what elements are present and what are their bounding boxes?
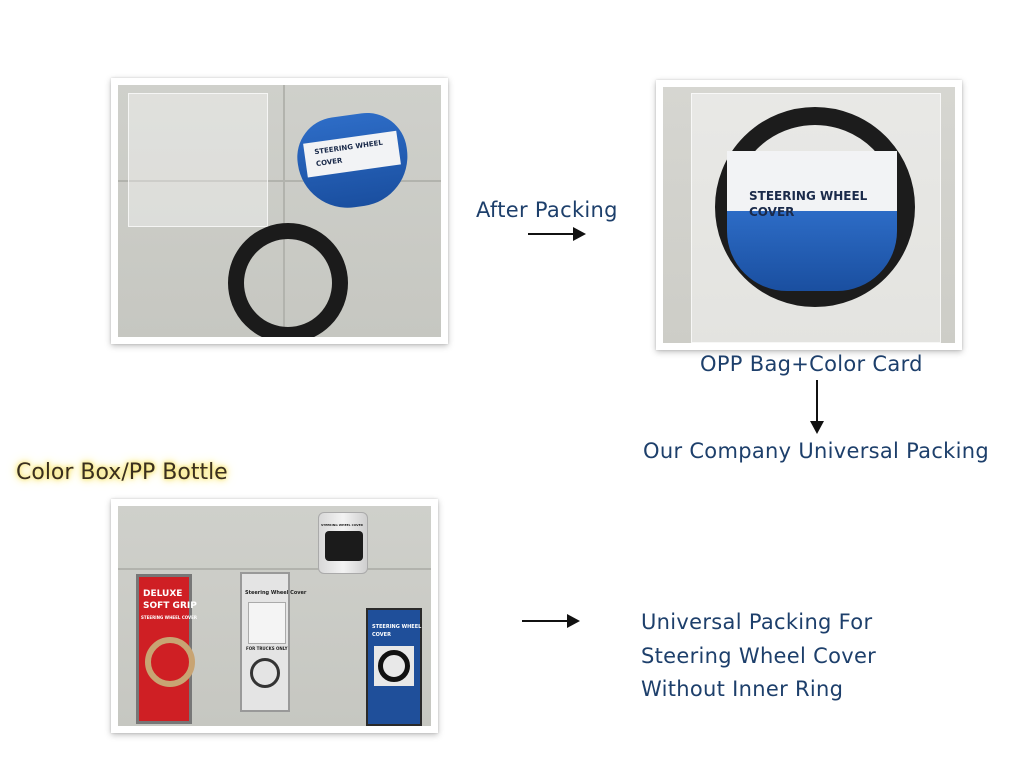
deluxe-subtext: STEERING WHEEL COVER [141, 615, 197, 620]
blue-box: STEERING WHEEL COVER [366, 608, 422, 726]
after-packing-label: After Packing [476, 198, 618, 222]
grey-box-subtext: FOR TRUCKS ONLY [246, 646, 288, 651]
universal-line-1: Universal Packing For [641, 610, 873, 634]
deluxe-box: DELUXE SOFT GRIP STEERING WHEEL COVER [136, 574, 197, 724]
packed-card-subtitle: COVER [749, 205, 795, 219]
arrow-right-icon [528, 227, 586, 241]
color-box-title: Color Box/PP Bottle [16, 460, 228, 485]
deluxe-text: DELUXE [143, 589, 183, 599]
pp-bottle: STEERING WHEEL COVER [318, 512, 368, 574]
opp-bag-label: OPP Bag+Color Card [700, 352, 923, 376]
grey-box-text: Steering Wheel Cover [245, 590, 307, 596]
bottle-text: STEERING WHEEL COVER [321, 523, 363, 527]
photo-before-packing: STEERING WHEEL COVER [111, 78, 448, 344]
universal-line-3: Without Inner Ring [641, 677, 844, 701]
universal-packing-label: Our Company Universal Packing [643, 439, 990, 463]
soft-grip-text: SOFT GRIP [143, 601, 197, 611]
packed-color-card: STEERING WHEEL COVER [727, 151, 897, 291]
arrow-down-icon [810, 380, 824, 434]
blue-box-title: STEERING WHEEL [372, 624, 422, 630]
color-card: STEERING WHEEL COVER [292, 107, 414, 215]
steering-wheel-cover [228, 223, 348, 337]
packed-card-title: STEERING WHEEL [749, 189, 868, 203]
photo-color-box: DELUXE SOFT GRIP STEERING WHEEL COVER St… [111, 499, 438, 733]
photo-after-packing: STEERING WHEEL COVER [656, 80, 962, 350]
grey-box: Steering Wheel Cover FOR TRUCKS ONLY [240, 572, 306, 712]
arrow-right-icon-2 [522, 614, 580, 628]
blue-box-subtitle: COVER [372, 632, 391, 638]
universal-line-2: Steering Wheel Cover [641, 644, 877, 668]
opp-bag [128, 93, 268, 227]
